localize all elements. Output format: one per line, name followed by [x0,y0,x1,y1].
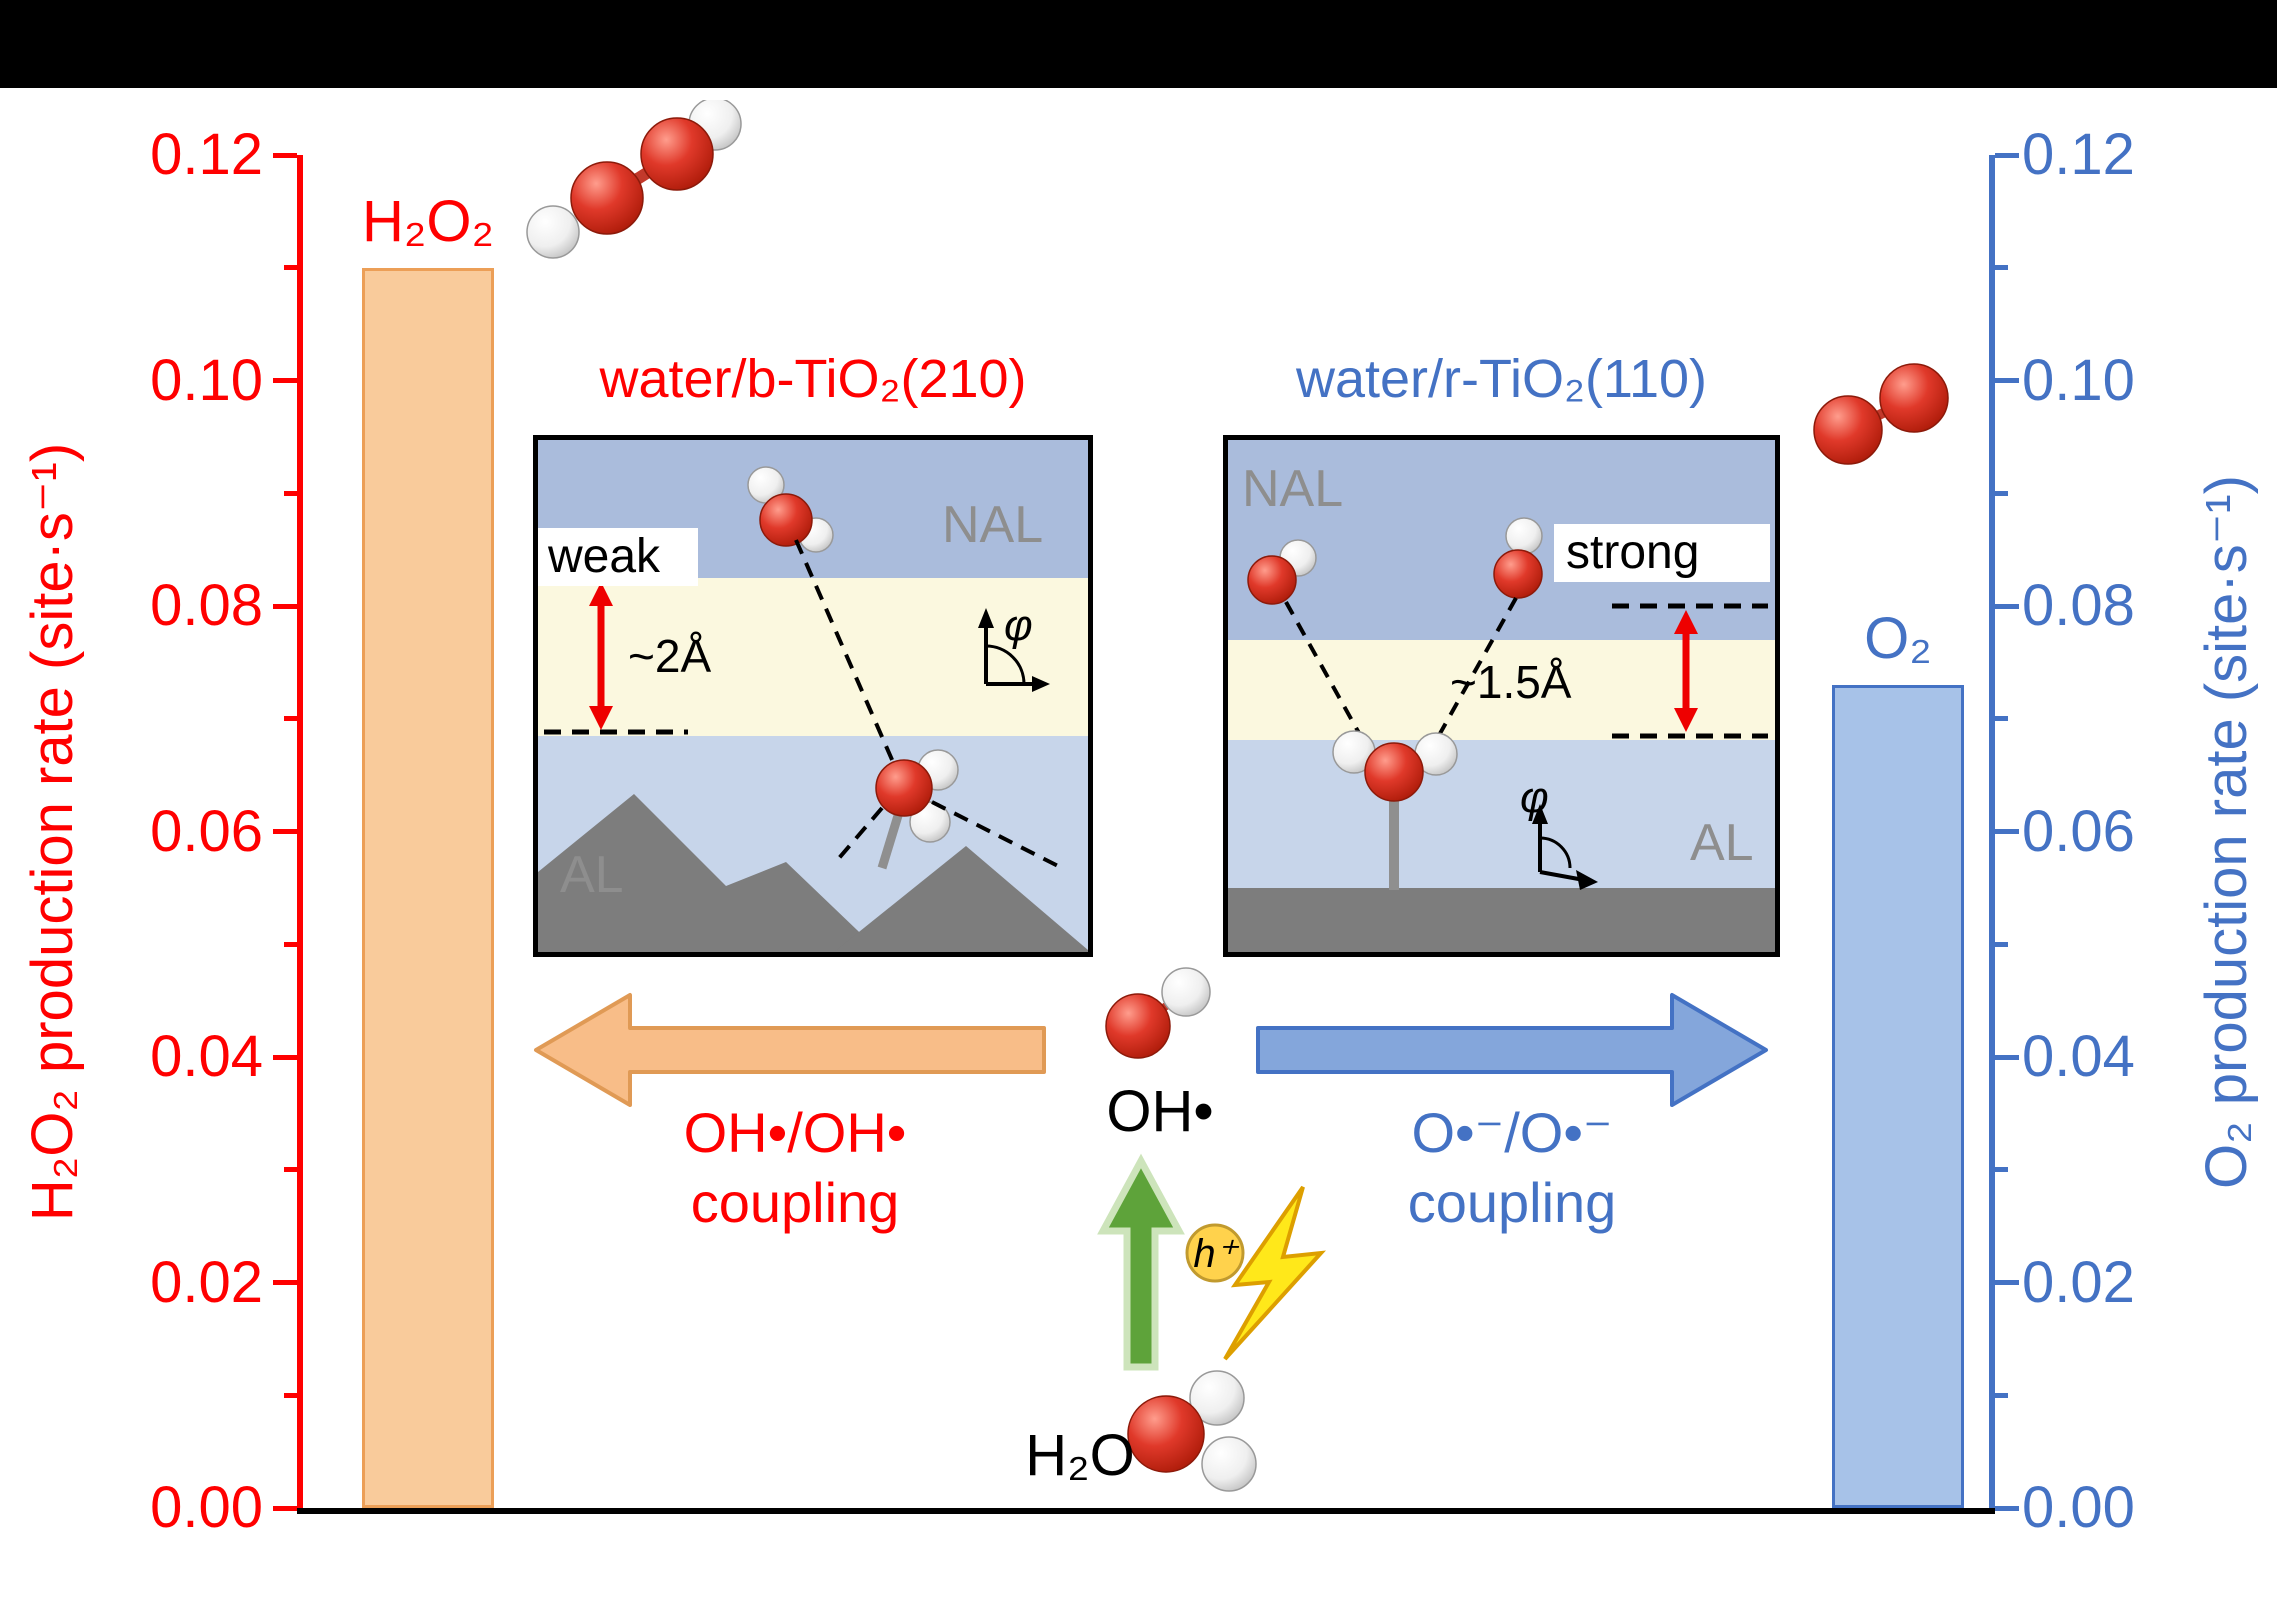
al-label: AL [560,846,624,904]
surface-mountains [538,794,880,952]
hole-label: h⁺ [1193,1232,1239,1276]
left-coupling-caption: OH•/OH• coupling [560,1098,1030,1238]
left-axis-tick-label: 0.00 [150,1475,263,1540]
gap-distance-label: ~1.5Å [1450,656,1572,708]
right-axis-tick [1995,490,2008,496]
nal-label: NAL [942,496,1043,554]
right-axis-tick [1995,1392,2008,1398]
right-inset-panel: NAL strong ~1.5Å [1223,435,1780,957]
phi-angle-icon: φ [1520,773,1598,890]
right-axis-spine [1989,155,1995,1511]
right-axis-tick-label: 0.10 [2022,347,2135,413]
right-axis-tick [1995,152,2019,158]
left-axis-tick [273,1505,297,1511]
right-inset-title: water/r-TiO₂(110) [1295,349,1707,409]
phi-angle-icon: φ [978,601,1050,692]
left-axis-tick-label: 0.04 [150,1024,263,1089]
right-axis-tick [1995,1280,2019,1285]
left-axis-tick-label: 0.02 [150,1249,263,1315]
right-axis-tick-label: 0.00 [2022,1475,2135,1540]
left-axis-tick [273,1054,297,1060]
left-axis-tick [273,603,297,609]
oh-radical-label: OH• [1106,1079,1214,1144]
left-axis-title: H₂O₂ production rate (site·s⁻¹) [20,442,85,1222]
right-axis-tick [1995,603,2019,609]
right-axis-tick [1995,941,2008,947]
hole-icon [1185,1223,1245,1283]
left-axis-tick [284,265,297,271]
right-axis-tick [1995,265,2008,271]
bottom-axis-spine [297,1508,1995,1514]
up-arrow-icon [1097,1153,1185,1371]
right-coupling-line1: O•⁻/O•⁻ [1411,1101,1613,1164]
lightning-icon [1223,1185,1326,1361]
left-axis-tick [273,152,297,158]
right-axis-tick-label: 0.08 [2022,573,2135,638]
left-axis-tick [273,1280,297,1285]
left-coupling-line2: coupling [690,1171,900,1234]
al-label: AL [1690,814,1754,872]
o2-bar [1832,684,1964,1508]
h2o2-bar [362,267,494,1508]
left-inset-scene: ~2Å weak NAL AL [538,440,1088,952]
adsorbed-water-molecule-icon [875,749,959,843]
right-coupling-caption: O•⁻/O•⁻ coupling [1282,1098,1742,1238]
right-axis-tick [1995,829,2019,834]
right-coupling-line2: coupling [1407,1171,1617,1234]
right-axis-tick [1995,378,2019,383]
phi-symbol: φ [1520,773,1549,822]
left-axis-tick [273,829,297,834]
left-inset-panel: ~2Å weak NAL AL [533,435,1093,957]
right-axis-tick-label: 0.06 [2022,798,2135,864]
h2o-molecule-icon [1127,1370,1257,1492]
left-axis-tick [284,716,297,722]
oh-radical-icon [1105,967,1211,1059]
h2o-label: H₂O [1025,1423,1135,1488]
interaction-strength-label: strong [1566,526,1699,579]
left-coupling-line1: OH•/OH• [683,1101,907,1164]
h2o2-bar-label: H₂O₂ [361,189,495,254]
top-black-bar [0,0,2277,88]
right-axis-tick-label: 0.12 [2022,122,2135,187]
left-axis-tick-label: 0.12 [150,122,263,187]
left-inset-title: water/b-TiO₂(210) [599,349,1027,409]
oxidation-group: h⁺ [1097,1153,1326,1371]
adsorbed-water-molecule-icon [1332,730,1458,890]
interaction-strength-label: weak [547,530,661,583]
left-axis-spine [297,155,303,1511]
right-axis-tick [1995,1167,2008,1173]
right-axis-tick [1995,1054,2019,1060]
o2-molecule-icon [1813,363,1949,465]
left-axis-tick-label: 0.10 [150,347,263,413]
right-arrow-icon [1256,993,1768,1107]
left-axis-tick [284,490,297,496]
o2-bar-label: O₂ [1864,606,1932,671]
right-axis-tick [1995,716,2008,722]
left-axis-tick [284,941,297,947]
nal-label: NAL [1242,460,1343,518]
water-molecule-icon [1493,517,1543,599]
left-axis-tick [284,1392,297,1398]
left-axis-tick [273,378,297,383]
right-axis-tick-label: 0.04 [2022,1024,2135,1089]
left-axis-tick [284,1167,297,1173]
water-molecule-icon [747,466,834,553]
left-axis-tick-label: 0.08 [150,573,263,638]
left-arrow-icon [534,993,1046,1107]
gap-distance-label: ~2Å [628,630,711,682]
right-axis-tick [1995,1505,2019,1511]
phi-symbol: φ [1004,601,1033,650]
right-inset-scene: NAL strong ~1.5Å [1228,440,1775,952]
surface-slab [1228,888,1775,952]
left-axis-tick-label: 0.06 [150,798,263,864]
right-axis-tick-label: 0.02 [2022,1249,2135,1315]
right-axis-title: O₂ production rate (site·s⁻¹) [2194,475,2259,1189]
water-molecule-icon [1247,539,1317,605]
h2o2-molecule-icon [526,100,742,259]
